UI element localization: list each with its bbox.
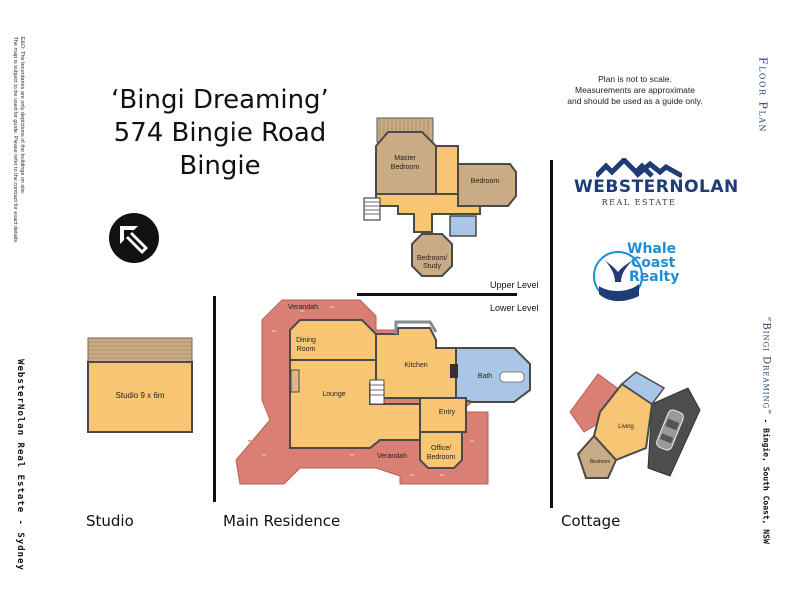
kitchen <box>375 327 457 399</box>
lower-stair-treads <box>370 384 384 396</box>
bedroom-study <box>411 233 453 277</box>
master-bedroom-label-2: Bedroom <box>391 164 420 171</box>
studio-deck-boards <box>88 341 192 359</box>
master-bedroom-label-1: Master <box>394 155 416 162</box>
office-label-1: Office/ <box>431 445 451 452</box>
divider-studio-main <box>213 296 216 502</box>
study-label-2: Study <box>423 263 441 270</box>
scale-note-line-1: Plan is not to scale. <box>598 74 672 84</box>
whale-word: Whale <box>627 241 677 257</box>
upper-stairs <box>363 197 381 221</box>
kitchen-bench <box>394 320 438 334</box>
cottage-bathroom <box>620 371 666 406</box>
dining-label-1: Dining <box>296 337 316 344</box>
upper-level-label: Upper Level <box>490 280 539 290</box>
master-bedroom <box>375 131 437 195</box>
scale-note-line-3: and should be used as a guide only. <box>567 96 703 106</box>
studio-room-label: Studio 9 x 6m <box>116 391 165 400</box>
cottage-section-label: Cottage <box>561 512 621 530</box>
office-bedroom <box>419 431 463 469</box>
entry-label: Entry <box>439 409 456 416</box>
main-residence-plan: Verandah Dining Room Kitchen Bath Lounge… <box>235 299 531 485</box>
studio-room <box>87 361 193 433</box>
property-street: 574 Bingie Road <box>113 118 327 148</box>
upper-level-plan: Master Bedroom Bedroom Bedroom/ Study <box>363 117 517 277</box>
upper-landing <box>375 193 481 233</box>
divider-main-cottage <box>550 160 553 508</box>
study-label-1: Bedroom/ <box>417 255 447 262</box>
lower-level-label: Lower Level <box>490 303 539 313</box>
websternolan-logo: WEBSTERNOLAN REAL ESTATE <box>574 158 739 216</box>
property-suburb: Bingie <box>179 151 261 181</box>
dining-label-2: Room <box>297 346 316 353</box>
websternolan-wordmark: WEBSTERNOLAN <box>574 177 739 197</box>
scale-note: Plan is not to scale. Measurements are a… <box>560 74 710 107</box>
bath-label: Bath <box>478 373 493 380</box>
main-residence-section-label: Main Residence <box>223 512 341 530</box>
bathtub <box>499 371 525 383</box>
north-arrow-icon <box>109 213 159 263</box>
car-icon <box>656 409 684 451</box>
lounge-label: Lounge <box>322 391 345 398</box>
verandah-top-label: Verandah <box>288 304 318 311</box>
websternolan-subtitle: REAL ESTATE <box>601 198 677 207</box>
whale-coast-wordmark: Whale Coast Realty <box>627 242 679 284</box>
divider-upper-lower <box>357 293 517 296</box>
house-roofline-icon <box>596 158 682 178</box>
scale-note-line-2: Measurements are approximate <box>574 85 695 95</box>
upper-stair-treads <box>364 201 380 215</box>
cottage-bedroom-label: Bedroom <box>590 459 610 465</box>
whale-tail-icon <box>593 251 643 302</box>
upper-ensuite <box>449 215 477 237</box>
realty-word: Realty <box>629 269 680 285</box>
cottage-plan: Living Bedroom <box>569 371 701 479</box>
upper-bedroom-label: Bedroom <box>471 178 500 185</box>
cottage-bedroom <box>576 434 618 479</box>
cottage-living-label: Living <box>618 424 634 430</box>
whale-coast-logo: Whale Coast Realty <box>593 240 683 304</box>
upper-hall <box>435 145 459 195</box>
studio-plan: Studio 9 x 6m <box>87 337 193 433</box>
coast-word: Coast <box>631 255 676 271</box>
verandah-bottom-label: Verandah <box>377 453 407 460</box>
kitchen-label: Kitchen <box>404 362 427 369</box>
stove <box>450 364 458 378</box>
property-name: ‘Bingi Dreaming’ <box>111 85 329 115</box>
office-label-2: Bedroom <box>427 454 456 461</box>
lower-stairs <box>369 379 385 405</box>
fireplace <box>290 369 300 393</box>
property-title: ‘Bingi Dreaming’ 574 Bingie Road Bingie <box>100 84 340 183</box>
verandah-texture <box>248 306 474 476</box>
upper-bedroom <box>457 163 517 207</box>
studio-section-label: Studio <box>86 512 134 530</box>
